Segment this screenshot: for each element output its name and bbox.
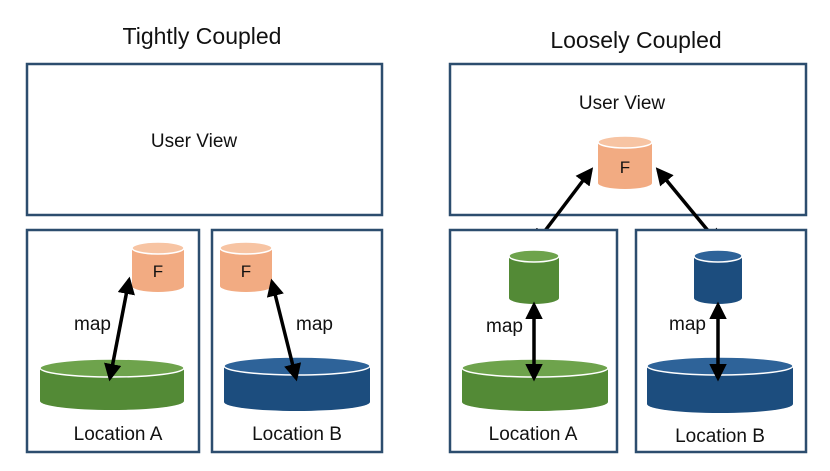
tightly-location-a-f-label: F bbox=[153, 262, 163, 281]
tightly-location-a-db-cylinder bbox=[39, 358, 185, 410]
tightly-location-b-db-cylinder bbox=[223, 356, 371, 411]
loosely-user-view-label: User View bbox=[579, 93, 666, 114]
tightly-location-a-map-arrow bbox=[104, 276, 135, 382]
loosely-location-a-local-cylinder bbox=[508, 249, 560, 304]
loosely-location-b-db-cylinder bbox=[646, 356, 794, 413]
tightly-location-b-f-label: F bbox=[241, 262, 251, 281]
tightly-location-a-map-label: map bbox=[74, 314, 111, 335]
tightly-location-b-map-arrow bbox=[266, 278, 302, 382]
tightly-location-a-label: Location A bbox=[74, 424, 163, 445]
tightly-location-b-federated-cylinder bbox=[219, 241, 273, 292]
tightly-location-b-map-label: map bbox=[296, 314, 333, 335]
tightly-user-view-box bbox=[25, 62, 384, 217]
loosely-location-b-local-cylinder bbox=[693, 249, 743, 304]
tightly-location-b-label: Location B bbox=[252, 424, 342, 445]
loosely-location-a-map-label: map bbox=[486, 316, 523, 337]
loosely-location-b-label: Location B bbox=[675, 426, 765, 447]
loosely-coupled-title: Loosely Coupled bbox=[550, 27, 721, 53]
loosely-location-b-map-label: map bbox=[669, 314, 706, 335]
tightly-location-a-federated-cylinder bbox=[131, 241, 185, 292]
loosely-federated-f-label: F bbox=[620, 158, 630, 177]
tightly-coupled-title: Tightly Coupled bbox=[123, 23, 282, 49]
tightly-user-view-label: User View bbox=[151, 131, 238, 152]
loosely-location-a-label: Location A bbox=[489, 424, 578, 445]
loosely-federated-cylinder bbox=[597, 135, 653, 189]
